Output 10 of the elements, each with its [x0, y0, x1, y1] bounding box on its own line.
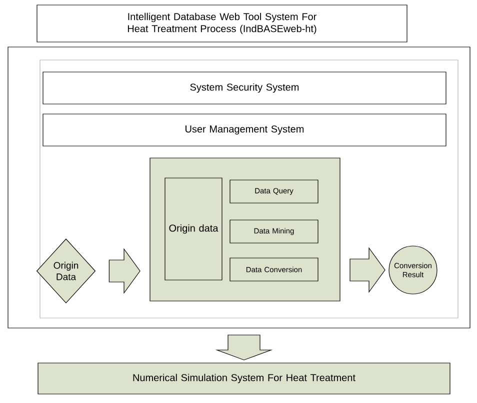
block-arrow	[108, 248, 140, 294]
process-box: User Management System	[42, 114, 446, 146]
title-box: Intelligent Database Web Tool System For Heat Treatment Process (IndBASEweb-ht)	[36, 4, 408, 42]
system-frame	[8, 46, 470, 328]
inner-panel	[40, 60, 458, 318]
process-box: System Security System	[42, 72, 446, 104]
block-arrow	[350, 247, 386, 293]
block-arrow	[215, 334, 273, 360]
process-box: Numerical Simulation System For Heat Treatment	[38, 362, 450, 394]
process-box: Origin data	[164, 178, 222, 280]
